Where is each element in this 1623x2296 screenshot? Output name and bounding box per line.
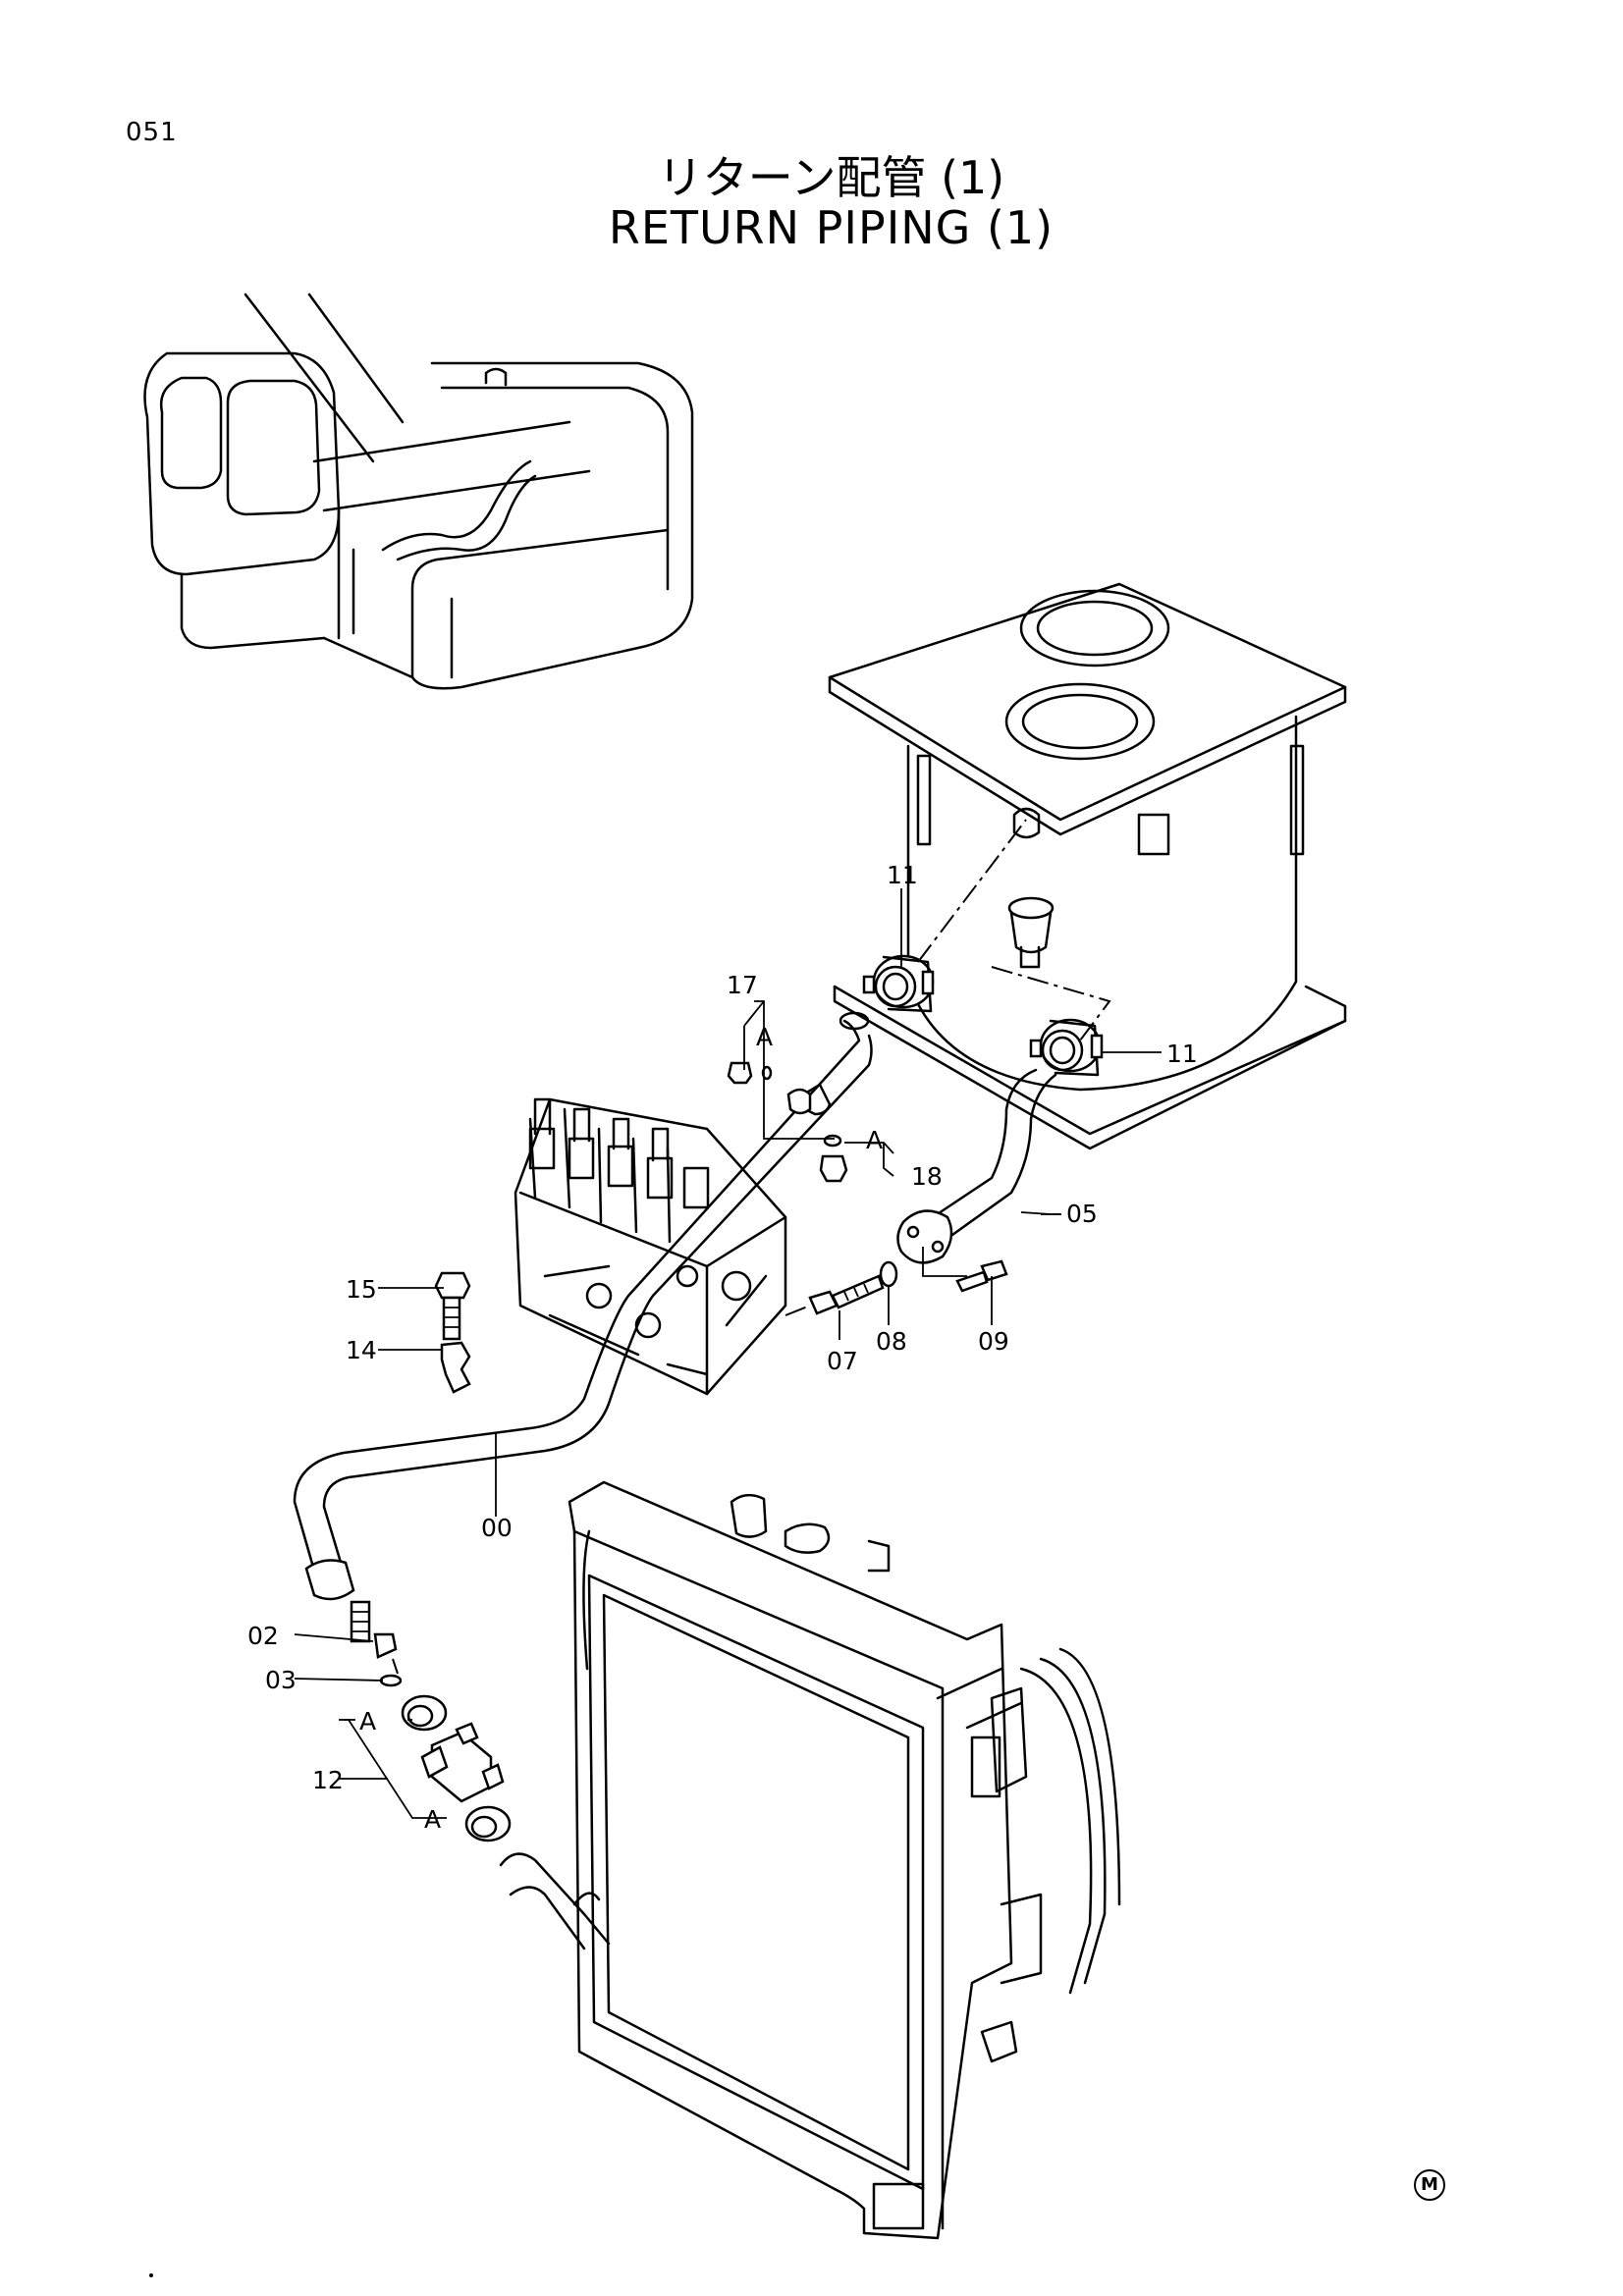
- excavator-overview: [143, 293, 694, 690]
- callout-07: 07: [827, 1347, 858, 1375]
- callout-02: 02: [247, 1622, 279, 1650]
- callout-14: 14: [346, 1336, 377, 1364]
- callout-12: 12: [312, 1766, 344, 1794]
- bolt-09: [955, 1259, 1008, 1293]
- callout-ref-a-12-lower: A: [424, 1805, 441, 1834]
- page-number: 051: [126, 118, 178, 147]
- leader-lines: [294, 888, 1162, 1819]
- radiator: [499, 1480, 1121, 2240]
- callout-18: 18: [911, 1162, 943, 1191]
- bolt-15: [434, 1271, 471, 1341]
- fitting-02: [350, 1600, 398, 1659]
- pipe-05: [896, 1068, 1057, 1264]
- callout-09: 09: [978, 1327, 1009, 1356]
- callout-05: 05: [1066, 1200, 1098, 1228]
- clip-14: [440, 1341, 471, 1394]
- return-pipe-00: [293, 1011, 873, 1601]
- control-valve: [514, 1097, 787, 1396]
- callout-ref-a-17: A: [756, 1023, 773, 1051]
- callout-11-upper: 11: [887, 861, 918, 889]
- title-japanese: リターン配管 (1): [657, 151, 1005, 204]
- o-ring-08: [879, 1260, 898, 1288]
- callout-ref-a-12-upper: A: [359, 1707, 376, 1735]
- o-ring-03: [379, 1674, 403, 1687]
- callout-00: 00: [481, 1514, 513, 1542]
- callout-ref-a-18: A: [866, 1126, 883, 1154]
- plug-18: [819, 1134, 848, 1183]
- title-english: RETURN PIPING (1): [608, 201, 1055, 254]
- callout-03: 03: [265, 1666, 297, 1694]
- bolt-07: [808, 1274, 885, 1315]
- fitting-12: [401, 1694, 512, 1842]
- plug-17: [727, 1061, 773, 1085]
- page-dot: [149, 2273, 153, 2277]
- callout-11-lower: 11: [1166, 1040, 1198, 1068]
- centre-lines: [392, 819, 1111, 1675]
- callout-15: 15: [346, 1275, 377, 1304]
- callout-08: 08: [876, 1327, 907, 1356]
- hose-clamp-11-upper: [862, 954, 935, 1013]
- trademark-symbol: M: [1414, 2169, 1445, 2201]
- hydraulic-tank: [828, 582, 1347, 1150]
- callout-17: 17: [727, 971, 758, 999]
- callout-labels: 11 11 17 A A 18 05 15 14 07 08 09 00 02 …: [247, 861, 1198, 1834]
- hose-clamp-11-lower: [1029, 1018, 1104, 1077]
